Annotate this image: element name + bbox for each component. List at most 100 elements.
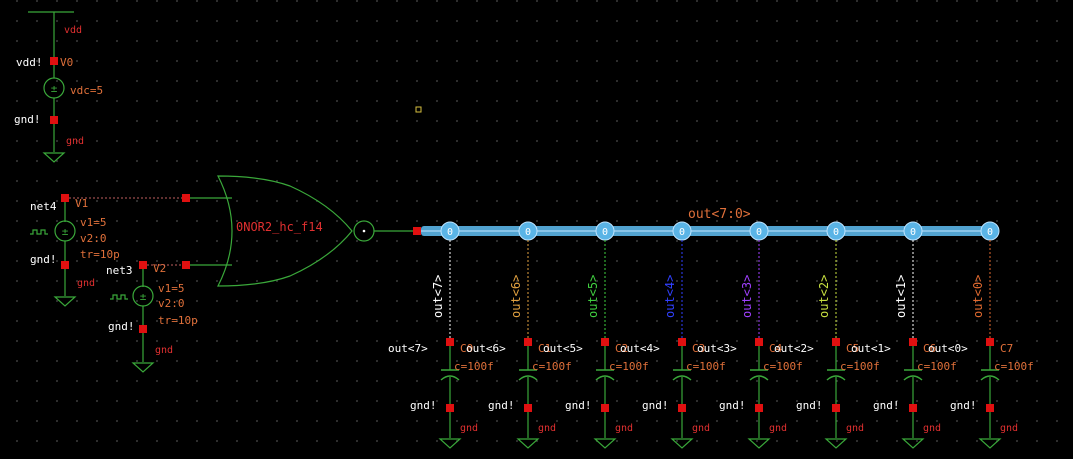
v1-pin[interactable]: [61, 194, 69, 202]
cap-value-4: c=100f: [763, 360, 803, 373]
v2-gnd-pin-label: gnd!: [108, 320, 135, 333]
cap-top-pin-4[interactable]: [755, 338, 763, 346]
cap-name-7: C7: [1000, 342, 1013, 355]
cap-net-label-3: out<4>: [620, 342, 660, 355]
cap-ground-icon-5: [824, 438, 848, 449]
v2-plus-minus-icon: ±: [140, 290, 147, 303]
cap-name-2: C2: [615, 342, 628, 355]
cap-top-pin-0[interactable]: [446, 338, 454, 346]
cap-plate-bottom-icon-5: [826, 375, 846, 381]
cap-plate-bottom-icon-6: [903, 375, 923, 381]
cap-ground-icon-6: [901, 438, 925, 449]
bus-tap-marker: 0: [525, 227, 531, 238]
cap-top-pin-6[interactable]: [909, 338, 917, 346]
v1-source-group[interactable]: net4 V1 ± v1=5 v2:0 tr=10p gnd! gnd: [30, 194, 186, 307]
cap-plate-bottom-icon-3: [672, 375, 692, 381]
vdd-pin-label: vdd!: [16, 56, 43, 69]
nor-gate-group[interactable]: 0NOR2_hc_f14: [182, 175, 421, 287]
v2-param-v2: v2:0: [158, 297, 185, 310]
tap-label-5: out<2>: [817, 275, 831, 318]
cap-top-pin-1[interactable]: [524, 338, 532, 346]
cap-name-4: C4: [769, 342, 783, 355]
v2-source-group[interactable]: net3 V2 ± v1=5 v2:0 tr=10p gnd! gnd: [106, 261, 198, 373]
output-bus-group[interactable]: out<7:0>: [421, 207, 995, 236]
v1-name: V1: [75, 197, 88, 210]
cap-plate-bottom-icon-2: [595, 375, 615, 381]
cap-top-pin-5[interactable]: [832, 338, 840, 346]
cap-gnd-net-0: gnd: [460, 423, 478, 434]
v0-ground-icon: [42, 152, 66, 163]
cap-gnd-pin-5[interactable]: [832, 404, 840, 412]
v1-gnd-pin-label: gnd!: [30, 253, 57, 266]
bus-tap-marker: 0: [679, 227, 685, 238]
cap-gnd-pin-3[interactable]: [678, 404, 686, 412]
v1-param-v2: v2:0: [80, 232, 107, 245]
cap-net-label-7: out<0>: [928, 342, 968, 355]
tap-label-1: out<6>: [509, 275, 523, 318]
v1-plus-minus-icon: ±: [62, 225, 69, 238]
cap-gnd-pin-7[interactable]: [986, 404, 994, 412]
v1-gnd-pin[interactable]: [61, 261, 69, 269]
v0-plus-minus-icon: ±: [51, 82, 58, 95]
cap-plate-bottom-icon-7: [980, 375, 1000, 381]
v1-gnd-net: gnd: [77, 278, 95, 289]
cap-ground-icon-1: [516, 438, 540, 449]
gate-input-a-pin[interactable]: [182, 194, 190, 202]
cap-gnd-net-7: gnd: [1000, 423, 1018, 434]
cap-value-3: c=100f: [686, 360, 726, 373]
cap-top-pin-2[interactable]: [601, 338, 609, 346]
cap-gnd-net-6: gnd: [923, 423, 941, 434]
cap-name-1: C1: [538, 342, 551, 355]
cap-gnd-pin-1[interactable]: [524, 404, 532, 412]
cap-net-label-6: out<1>: [851, 342, 891, 355]
cap-value-5: c=100f: [840, 360, 880, 373]
cap-top-pin-3[interactable]: [678, 338, 686, 346]
gate-output-pin[interactable]: [413, 227, 421, 235]
v0-gnd-net: gnd: [66, 136, 84, 147]
cap-gnd-net-4: gnd: [769, 423, 787, 434]
cap-gnd-pin-0[interactable]: [446, 404, 454, 412]
tap-label-2: out<5>: [586, 275, 600, 318]
cap-gnd-pin-4[interactable]: [755, 404, 763, 412]
tap-label-7: out<0>: [971, 275, 985, 318]
tap-label-4: out<3>: [740, 275, 754, 318]
cap-name-5: C5: [846, 342, 859, 355]
cap-gnd-net-5: gnd: [846, 423, 864, 434]
bus-tap-marker: 0: [833, 227, 839, 238]
v2-gnd-pin[interactable]: [139, 325, 147, 333]
cap-net-label-1: out<6>: [466, 342, 506, 355]
cap-value-1: c=100f: [532, 360, 572, 373]
cap-gnd-pin-label-3: gnd!: [642, 399, 669, 412]
cap-net-label-2: out<5>: [543, 342, 583, 355]
v0-gnd-pin[interactable]: [50, 116, 58, 124]
bus-tap-marker: 0: [910, 227, 916, 238]
cap-gnd-pin-label-4: gnd!: [719, 399, 746, 412]
cap-top-pin-7[interactable]: [986, 338, 994, 346]
v2-pin[interactable]: [139, 261, 147, 269]
nor-gate-body-icon: [217, 175, 353, 287]
cap-gnd-pin-6[interactable]: [909, 404, 917, 412]
cap-name-3: C3: [692, 342, 705, 355]
v2-gnd-net: gnd: [155, 345, 173, 356]
v0-param: vdc=5: [70, 84, 103, 97]
bus-tap-marker: 0: [602, 227, 608, 238]
cap-ground-icon-3: [670, 438, 694, 449]
cap-gnd-pin-label-6: gnd!: [873, 399, 900, 412]
gate-input-b-pin[interactable]: [182, 261, 190, 269]
cap-gnd-pin-2[interactable]: [601, 404, 609, 412]
vdd-source-group[interactable]: vdd vdd! V0 ± vdc=5 gnd! gnd: [14, 11, 103, 163]
cap-gnd-pin-label-2: gnd!: [565, 399, 592, 412]
vdd-pin[interactable]: [50, 57, 58, 65]
tap-label-3: out<4>: [663, 275, 677, 318]
v2-net-label: net3: [106, 264, 133, 277]
cap-gnd-pin-label-1: gnd!: [488, 399, 515, 412]
